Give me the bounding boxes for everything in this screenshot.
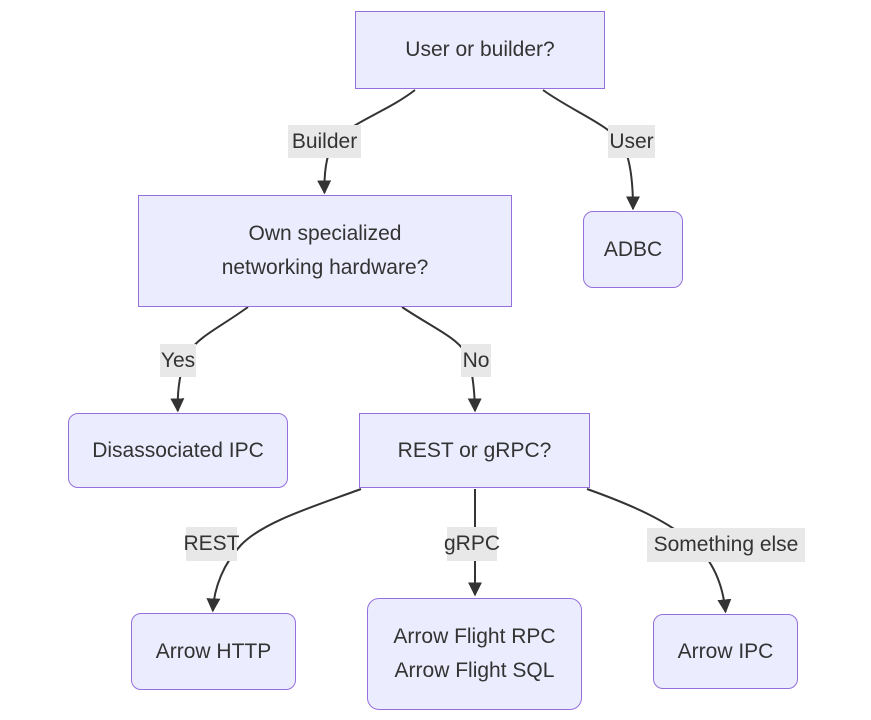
node-arrow-http: Arrow HTTP <box>131 613 296 690</box>
node-user-or-builder: User or builder? <box>355 11 605 89</box>
edge-label-rest: REST <box>184 527 240 561</box>
node-label-line: Arrow Flight RPC <box>393 625 556 648</box>
node-label: ADBC <box>603 237 663 261</box>
node-label: Arrow HTTP <box>155 639 272 663</box>
edge-label-no: No <box>461 344 491 377</box>
edge-label-user: User <box>608 125 655 158</box>
node-arrow-flight: Arrow Flight RPC Arrow Flight SQL <box>367 598 582 710</box>
edge-label-yes: Yes <box>160 344 196 377</box>
edge-label-builder: Builder <box>288 125 361 158</box>
node-label: Disassociated IPC <box>92 438 264 462</box>
node-rest-or-grpc: REST or gRPC? <box>359 413 590 488</box>
node-adbc: ADBC <box>583 211 683 288</box>
node-label: User or builder? <box>405 38 555 61</box>
node-own-hardware: Own specialized networking hardware? <box>138 195 512 307</box>
node-label: REST or gRPC? <box>397 438 552 462</box>
node-disassociated-ipc: Disassociated IPC <box>68 413 288 488</box>
node-label: Arrow IPC <box>677 639 774 663</box>
node-label-line: networking hardware? <box>221 256 429 279</box>
node-label-line: Arrow Flight SQL <box>394 659 555 682</box>
edge-label-something-else: Something else <box>647 528 805 562</box>
edge-label-grpc: gRPC <box>444 527 500 561</box>
node-arrow-ipc: Arrow IPC <box>653 614 798 689</box>
edge-rest <box>206 488 362 613</box>
node-label-line: Own specialized <box>248 222 402 245</box>
